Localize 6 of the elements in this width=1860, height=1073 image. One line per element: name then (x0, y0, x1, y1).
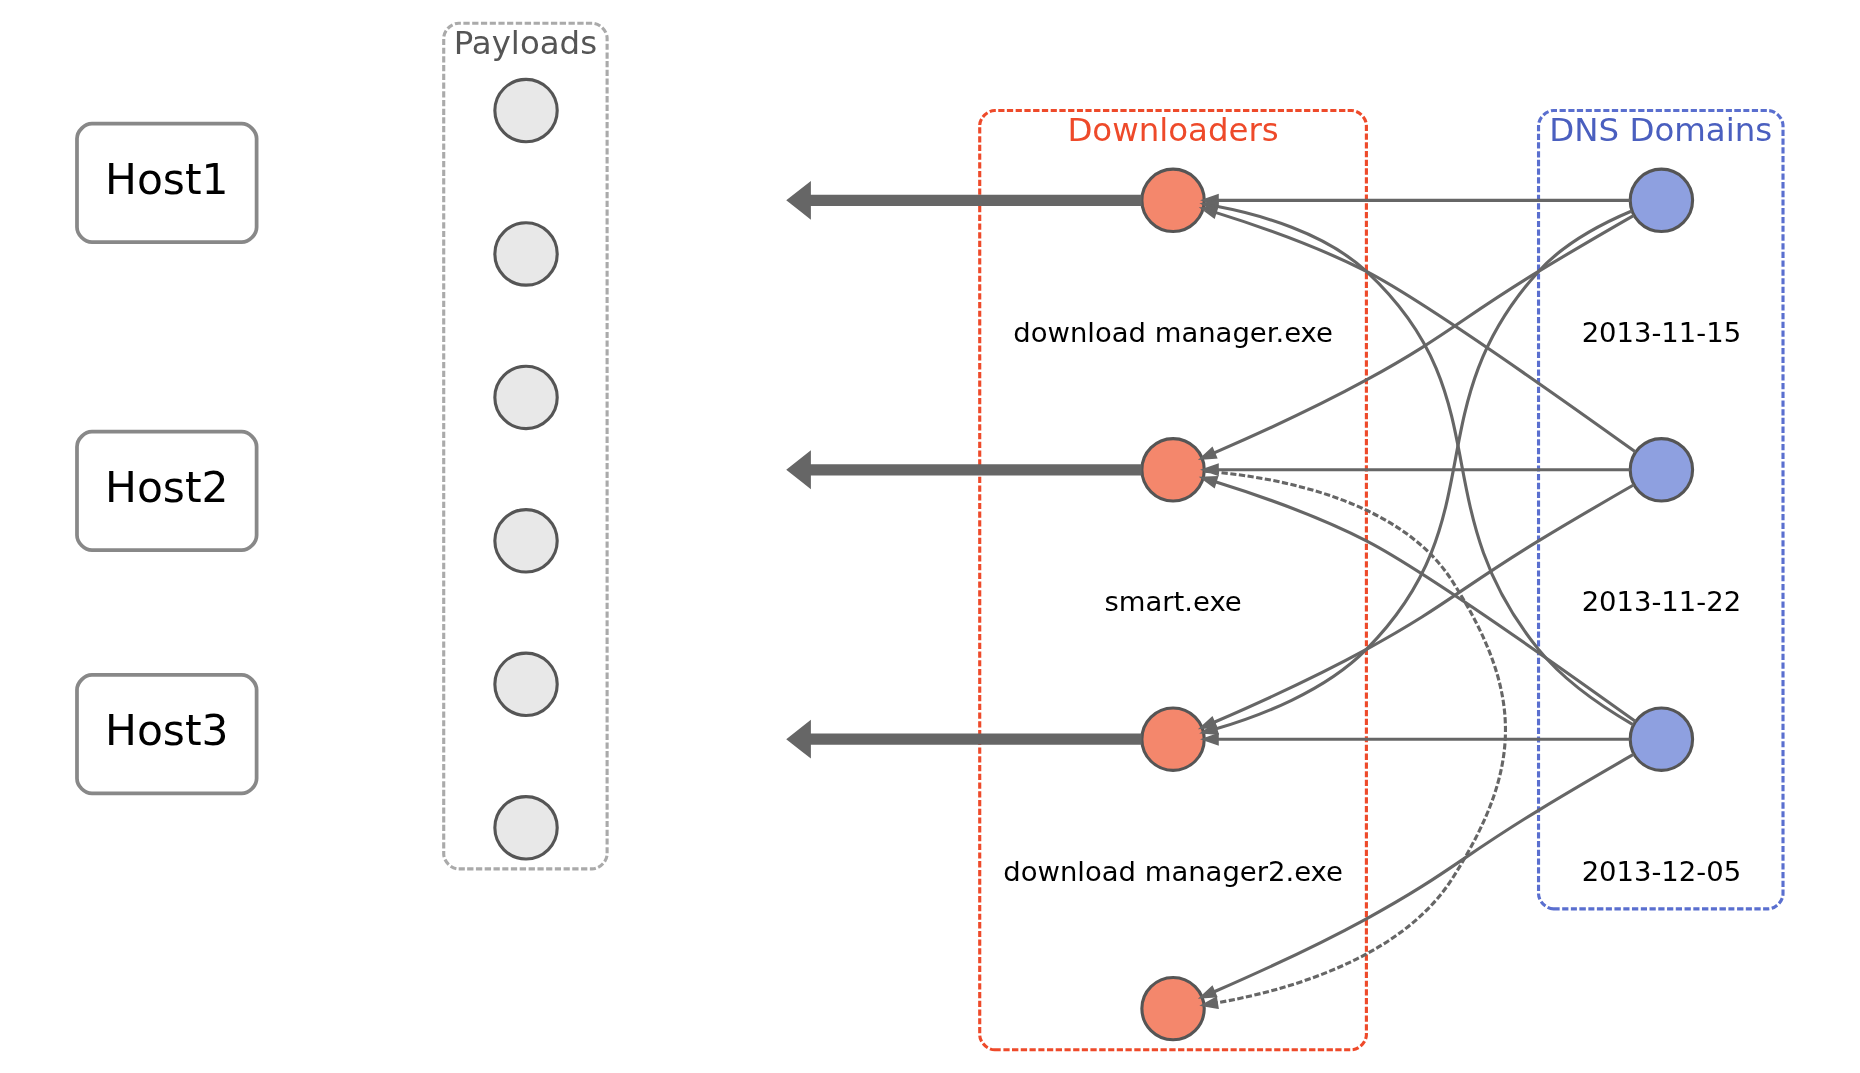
node-label: 2013-11-22 (1581, 586, 1742, 618)
node-label: smart.exe (1104, 586, 1242, 618)
node-label: download manager.exe (1013, 317, 1333, 349)
node-label: download manager2.exe (1003, 855, 1343, 887)
node-label: 2013-12-05 (1581, 855, 1742, 887)
node-label: 2013-11-15 (1581, 317, 1742, 349)
